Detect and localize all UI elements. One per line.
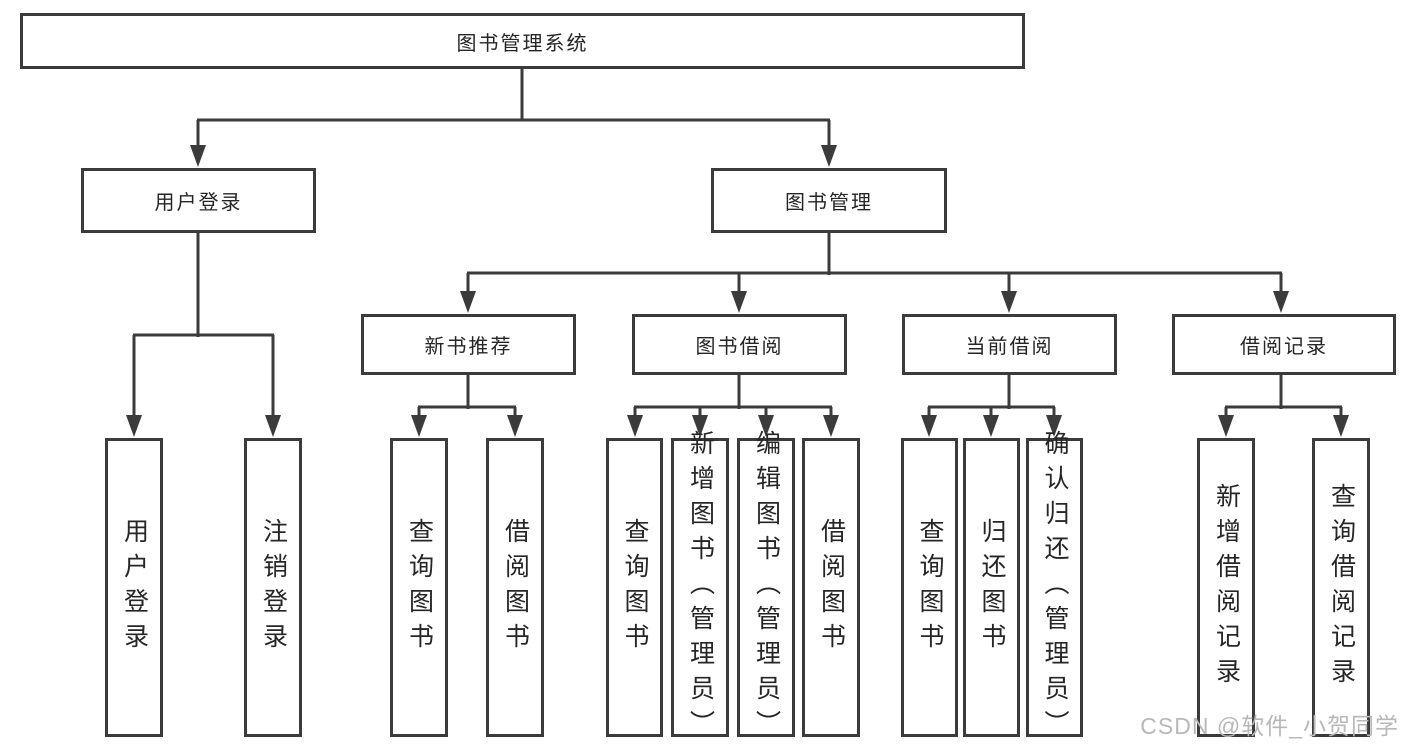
connector-current-borrowing-to-children	[921, 375, 1062, 437]
connector-new-book-recommend-to-children	[411, 375, 523, 437]
connector-root-to-level2	[190, 67, 837, 167]
node-root: 图书管理系统	[20, 13, 1025, 69]
leaf-query-book-recommend: 查询图书	[390, 438, 448, 737]
leaf-add-book-admin-label: 新增图书（管理员）	[686, 430, 715, 745]
node-borrowing-records: 借阅记录	[1172, 314, 1396, 375]
leaf-user-login-label: 用户登录	[120, 517, 149, 658]
leaf-query-borrow-record: 查询借阅记录	[1312, 438, 1370, 737]
node-current-borrowing: 当前借阅	[902, 314, 1117, 375]
leaf-edit-book-admin: 编辑图书（管理员）	[737, 430, 795, 745]
connector-borrowing-records-to-children	[1218, 375, 1349, 437]
leaf-query-book-current-label: 查询图书	[916, 517, 944, 658]
leaf-return-book-label: 归还图书	[978, 517, 1006, 658]
leaf-confirm-return-admin-label: 确认归还（管理员）	[1041, 430, 1069, 745]
leaf-query-book-borrowing: 查询图书	[606, 438, 663, 737]
leaf-add-book-admin: 新增图书（管理员）	[671, 430, 729, 745]
leaf-borrow-book-recommend-label: 借阅图书	[501, 517, 530, 658]
leaf-borrow-book-recommend: 借阅图书	[486, 438, 544, 737]
leaf-borrow-book-borrowing-label: 借阅图书	[817, 517, 846, 658]
leaf-logout-login-label: 注销登录	[259, 517, 288, 658]
connector-book-borrowing-to-children	[627, 375, 839, 437]
leaf-edit-book-admin-label: 编辑图书（管理员）	[752, 430, 781, 745]
node-new-book-recommend: 新书推荐	[361, 314, 576, 375]
watermark: CSDN @软件_小贺同学	[1140, 713, 1399, 739]
leaf-query-borrow-record-label: 查询借阅记录	[1327, 482, 1356, 693]
connector-book-management-to-level3	[460, 233, 1289, 313]
leaf-logout-login: 注销登录	[244, 438, 302, 737]
leaf-add-borrow-record-label: 新增借阅记录	[1212, 482, 1241, 693]
leaf-borrow-book-borrowing: 借阅图书	[802, 438, 860, 737]
leaf-user-login: 用户登录	[105, 438, 163, 737]
leaf-return-book: 归还图书	[963, 438, 1020, 737]
leaf-query-book-current: 查询图书	[901, 438, 958, 737]
leaf-query-book-borrowing-label: 查询图书	[621, 517, 649, 658]
connector-user-login-to-children	[126, 233, 281, 437]
leaf-add-borrow-record: 新增借阅记录	[1197, 438, 1255, 737]
node-book-borrowing: 图书借阅	[632, 314, 847, 375]
node-user-login: 用户登录	[81, 168, 316, 233]
leaf-query-book-recommend-label: 查询图书	[405, 517, 434, 658]
node-book-management: 图书管理	[711, 168, 947, 233]
leaf-confirm-return-admin: 确认归还（管理员）	[1026, 430, 1083, 745]
